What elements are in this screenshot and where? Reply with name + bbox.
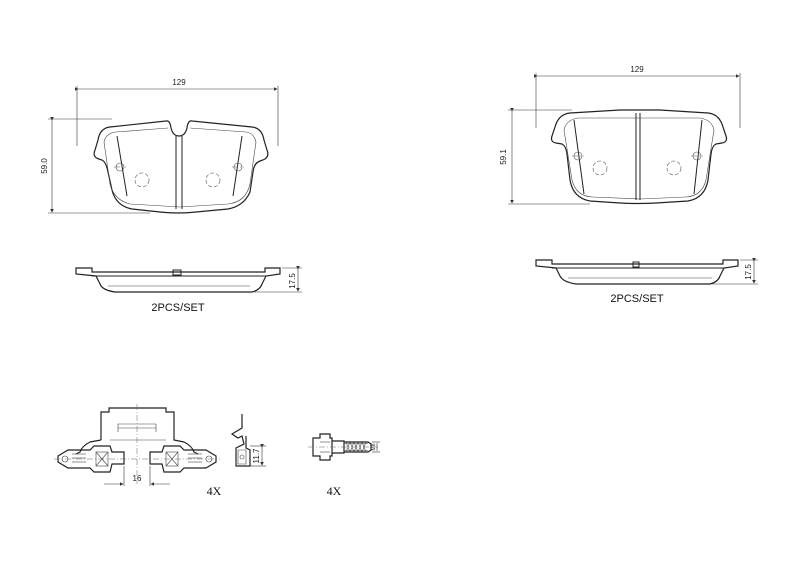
right-pad-side-view: 17.5 2PCS/SET xyxy=(535,258,758,305)
spring-clip-quantity: 4X xyxy=(207,484,222,498)
spring-clip-height-dim: 11.7 xyxy=(252,448,261,464)
caliper-bracket-drawing: 16 xyxy=(54,404,220,486)
right-pad-set-label: 2PCS/SET xyxy=(610,293,663,305)
right-pad-thickness-dim: 17.5 xyxy=(744,264,753,280)
spring-clip-drawing: 11.7 4X xyxy=(207,414,266,498)
right-pad-front-view: 129 59.1 xyxy=(499,65,741,205)
right-pad-width-dim: 129 xyxy=(630,65,644,74)
left-pad-side-view: 17.5 2PCS/SET xyxy=(75,266,302,314)
guide-bolt-drawing: M8 4X xyxy=(308,433,380,498)
caliper-width-dim: 16 xyxy=(133,474,142,483)
left-pad-width-dim: 129 xyxy=(172,78,186,87)
left-pad-set-label: 2PCS/SET xyxy=(151,302,204,314)
right-pad-height-dim: 59.1 xyxy=(499,149,508,165)
left-pad-thickness-dim: 17.5 xyxy=(288,273,297,289)
left-pad-front-view: 129 59.0 xyxy=(40,78,279,214)
bolt-thread-dim: M8 xyxy=(371,443,377,450)
left-pad-height-dim: 59.0 xyxy=(40,158,49,174)
bolt-quantity: 4X xyxy=(327,484,342,498)
